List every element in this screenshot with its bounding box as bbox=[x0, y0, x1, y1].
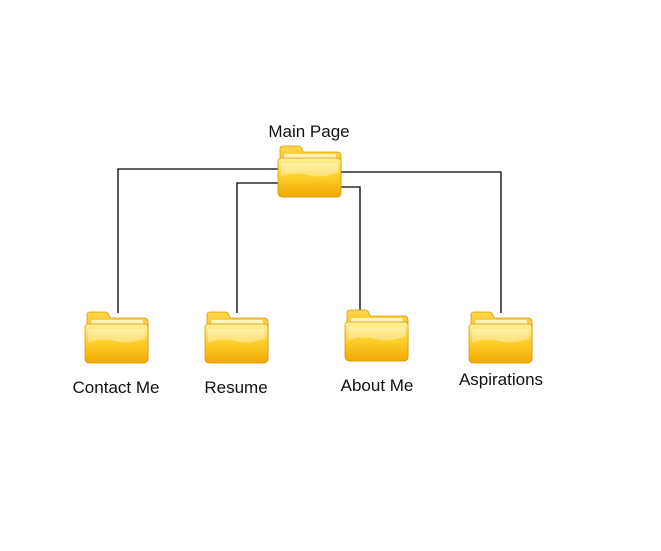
aspirations-folder-icon bbox=[468, 311, 533, 364]
child-label-about-me: About Me bbox=[340, 376, 414, 395]
child-label-contact-me: Contact Me bbox=[72, 378, 160, 397]
about-me-folder-icon bbox=[344, 309, 409, 362]
root-folder-icon bbox=[277, 145, 342, 198]
resume-folder-icon bbox=[204, 311, 269, 364]
connector-about-me bbox=[340, 186, 361, 310]
child-label-resume: Resume bbox=[204, 378, 268, 397]
root-label: Main Page bbox=[268, 122, 350, 141]
connector-aspirations bbox=[340, 171, 502, 313]
connector-resume bbox=[236, 182, 279, 313]
child-label-aspirations: Aspirations bbox=[458, 370, 544, 389]
contact-me-folder-icon bbox=[84, 311, 149, 364]
connector-contact-me bbox=[117, 168, 279, 313]
connector-lines bbox=[117, 168, 502, 313]
